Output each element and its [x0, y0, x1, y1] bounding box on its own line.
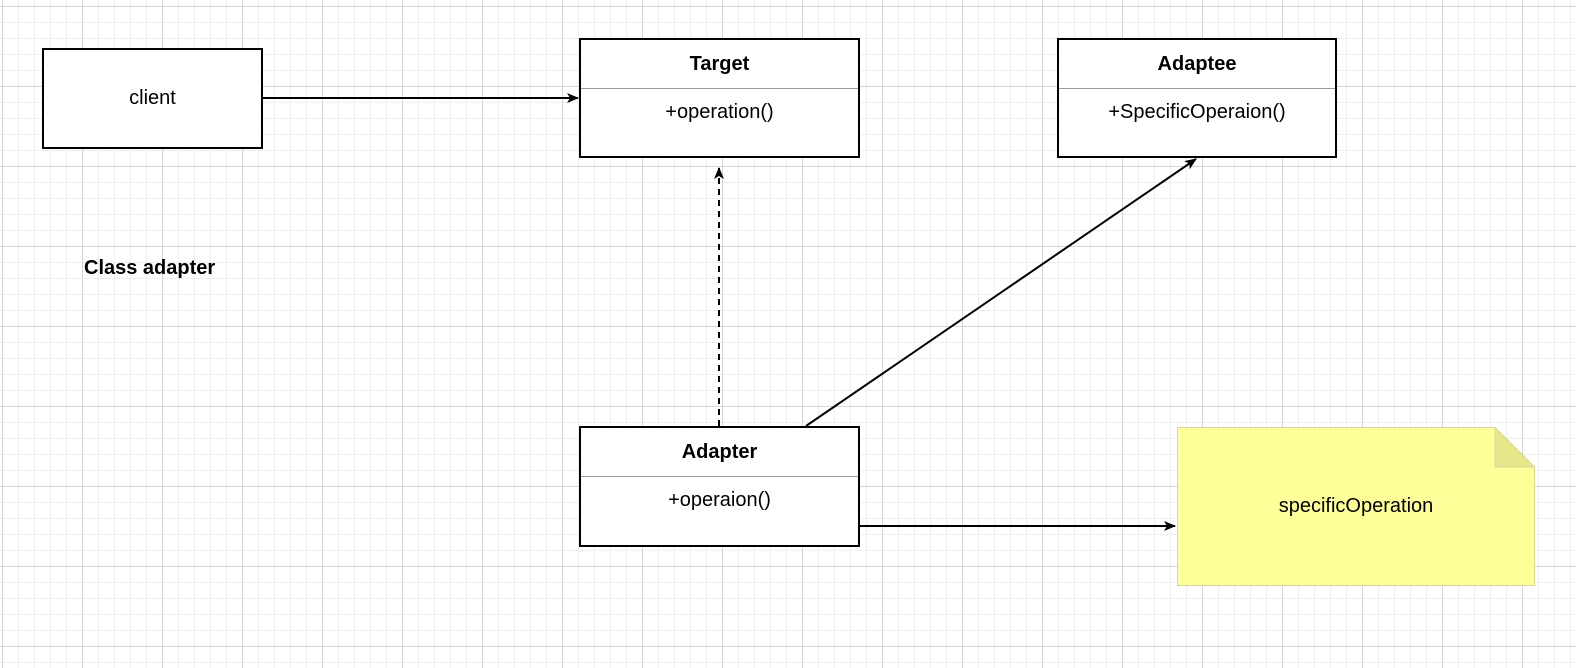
target-class-box[interactable]: Target +operation() — [579, 38, 860, 158]
client-box[interactable]: client — [42, 48, 263, 149]
class-adapter-label: Class adapter — [84, 257, 216, 279]
adapter-class-members: +operaion() — [581, 477, 858, 512]
adaptee-method: +SpecificOperaion() — [1108, 101, 1286, 123]
adapter-method: +operaion() — [668, 489, 771, 511]
adapter-class-box[interactable]: Adapter +operaion() — [579, 426, 860, 547]
client-label: client — [129, 87, 176, 109]
note-specific-operation[interactable]: specificOperation — [1177, 427, 1535, 586]
target-method: +operation() — [665, 101, 774, 123]
edge-adapter-to-adaptee[interactable] — [805, 158, 1197, 427]
note-body-shape — [1177, 427, 1535, 586]
adaptee-class-members: +SpecificOperaion() — [1059, 89, 1335, 124]
note-text: specificOperation — [1278, 495, 1434, 517]
adapter-class-title: Adapter — [581, 428, 858, 477]
target-class-title: Target — [581, 40, 858, 89]
adaptee-class-title: Adaptee — [1059, 40, 1335, 89]
target-class-members: +operation() — [581, 89, 858, 124]
note-folded-corner — [1494, 427, 1535, 468]
adaptee-class-box[interactable]: Adaptee +SpecificOperaion() — [1057, 38, 1337, 158]
